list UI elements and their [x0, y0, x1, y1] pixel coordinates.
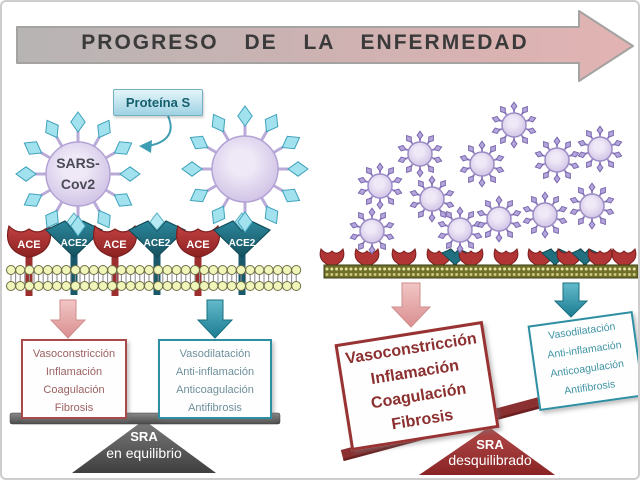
pink-down-arrow-unbalanced: [390, 282, 432, 328]
svg-text:ACE2: ACE2: [144, 238, 171, 249]
virion-small: [476, 195, 522, 243]
teal-down-arrow-balanced: [196, 299, 234, 339]
sra-balanced-triangle: [72, 420, 216, 473]
virion-small: [577, 125, 623, 173]
sra-unbalanced-sublabel: desquilibrado: [448, 452, 532, 468]
sra-balanced-label: SRA: [130, 429, 158, 444]
virion-small: [349, 207, 395, 255]
virion-small: [437, 206, 483, 254]
sars-cov2-virion: [15, 111, 141, 237]
teal-down-arrow-unbalanced: [553, 282, 589, 318]
sra-balanced-sublabel: en equilibrio: [106, 445, 182, 461]
pink-down-arrow-balanced: [49, 299, 87, 339]
sars-cov2-virion: [181, 105, 309, 233]
virion-small: [569, 182, 615, 230]
sars-cov2-label: SARS- Cov2: [56, 155, 100, 192]
cell-membrane-left: [6, 265, 302, 291]
protein-s-label: Proteína S: [125, 95, 191, 110]
protein-s-callout: Proteína S: [113, 89, 203, 116]
virion-small: [397, 130, 443, 178]
sra-unbalanced-label: SRA: [476, 437, 504, 452]
svg-text:ACE2: ACE2: [61, 238, 88, 249]
virion-small: [409, 175, 455, 223]
virion-small: [534, 136, 580, 184]
svg-text:ACE: ACE: [17, 239, 40, 251]
banner-title: PROGRESO DE LA ENFERMEDAD: [81, 31, 529, 54]
ace2-effects-box-unbalanced: Vasodilatación Anti-inflamación Anticoag…: [527, 311, 638, 411]
ace-effects-box-balanced: Vasoconstricción Inflamación Coagulación…: [21, 339, 127, 419]
ace2-effects-box-balanced: Vasodilatación Anti-inflamación Anticoag…: [158, 339, 272, 419]
svg-text:ACE: ACE: [186, 239, 209, 251]
virion-small: [491, 101, 537, 149]
virion-small: [357, 162, 403, 210]
virion-small: [522, 191, 568, 239]
svg-text:ACE: ACE: [103, 239, 126, 251]
progress-arrow-banner: [16, 10, 634, 82]
protein-s-pointer-arrow: [139, 115, 172, 153]
svg-text:ACE2: ACE2: [229, 238, 256, 249]
cell-membrane-right: [323, 264, 638, 279]
virion-small: [459, 140, 505, 188]
sra-unbalanced-triangle: [419, 427, 555, 475]
